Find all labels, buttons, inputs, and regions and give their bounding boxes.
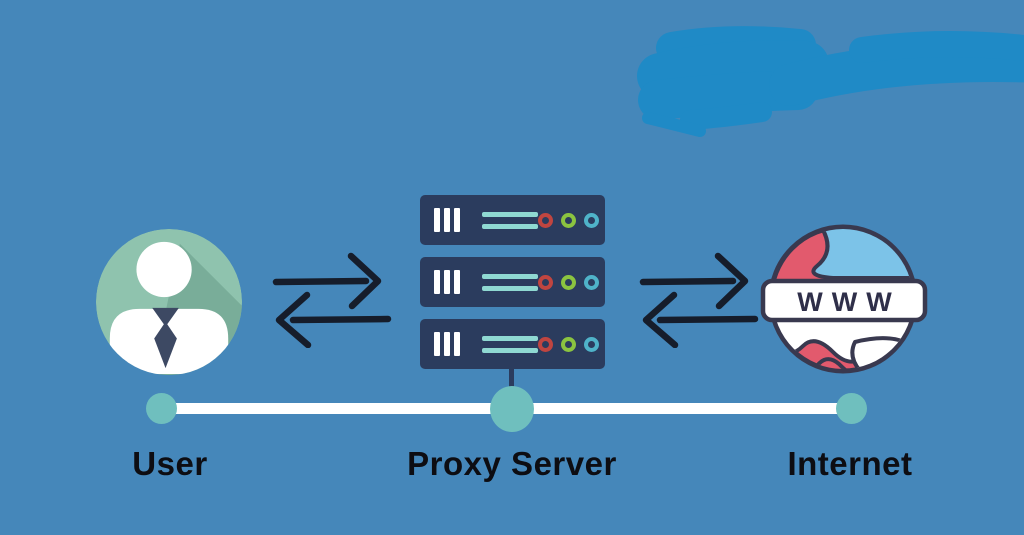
led-teal-icon [584, 212, 599, 228]
led-green-icon [561, 336, 576, 352]
user-avatar-icon [95, 228, 243, 376]
proxy-connector-line [509, 367, 514, 397]
rack-vent-bars [434, 332, 460, 356]
www-text: WWW [797, 287, 900, 317]
rack-drive-lines [482, 335, 538, 353]
server-stack-icon [420, 195, 605, 381]
globe-www-icon: WWW [760, 224, 928, 374]
led-red-icon [538, 274, 553, 290]
server-rack [420, 257, 605, 307]
rack-status-leds [538, 274, 599, 290]
led-red-icon [538, 212, 553, 228]
led-green-icon [561, 212, 576, 228]
led-teal-icon [584, 336, 599, 352]
led-teal-icon [584, 274, 599, 290]
server-rack [420, 195, 605, 245]
timeline-dot-proxy [490, 386, 534, 432]
proxy-server-label: Proxy Server [407, 445, 617, 482]
server-rack [420, 319, 605, 369]
rack-vent-bars [434, 270, 460, 294]
timeline-dot-user [146, 393, 177, 424]
rack-status-leds [538, 336, 599, 352]
rack-drive-lines [482, 273, 538, 291]
rack-drive-lines [482, 211, 538, 229]
arrows-proxy-internet [639, 252, 759, 348]
led-red-icon [538, 336, 553, 352]
internet-label: Internet [787, 445, 913, 482]
marker-scribble-decoration [637, 26, 1024, 137]
led-green-icon [561, 274, 576, 290]
user-label: User [132, 445, 208, 482]
arrows-user-proxy [272, 252, 392, 348]
timeline-dot-internet [836, 393, 867, 424]
rack-vent-bars [434, 208, 460, 232]
rack-status-leds [538, 212, 599, 228]
